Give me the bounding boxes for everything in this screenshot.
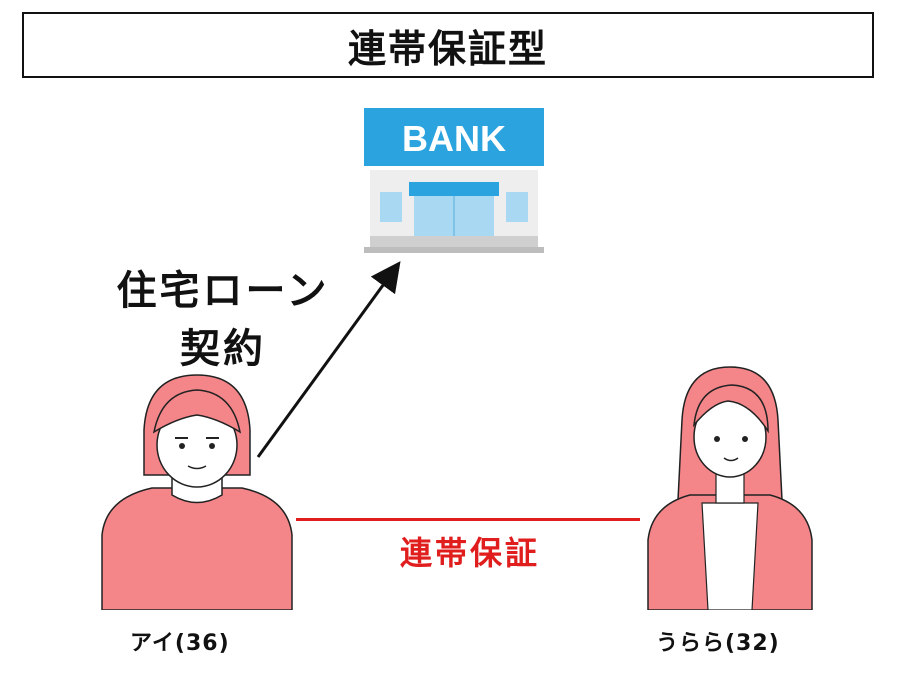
woman-avatar-icon <box>647 366 813 610</box>
bank-icon: BANK <box>364 108 544 253</box>
bank-sign-text: BANK <box>402 118 506 159</box>
loan-label-line1: 住宅ローン <box>116 268 330 314</box>
man-avatar-icon <box>101 374 293 610</box>
loan-contract-label: 住宅ローン 契約 <box>98 262 348 378</box>
title-box: 連帯保証型 <box>22 12 874 78</box>
person-name-urara: うらら(32) <box>656 631 780 656</box>
guarantee-label: 連帯保証 <box>399 534 540 572</box>
page-title: 連帯保証型 <box>347 26 548 71</box>
person-name-ai: アイ(36) <box>130 631 230 656</box>
loan-label-line2: 契約 <box>180 326 266 372</box>
guarantee-line <box>296 518 640 521</box>
